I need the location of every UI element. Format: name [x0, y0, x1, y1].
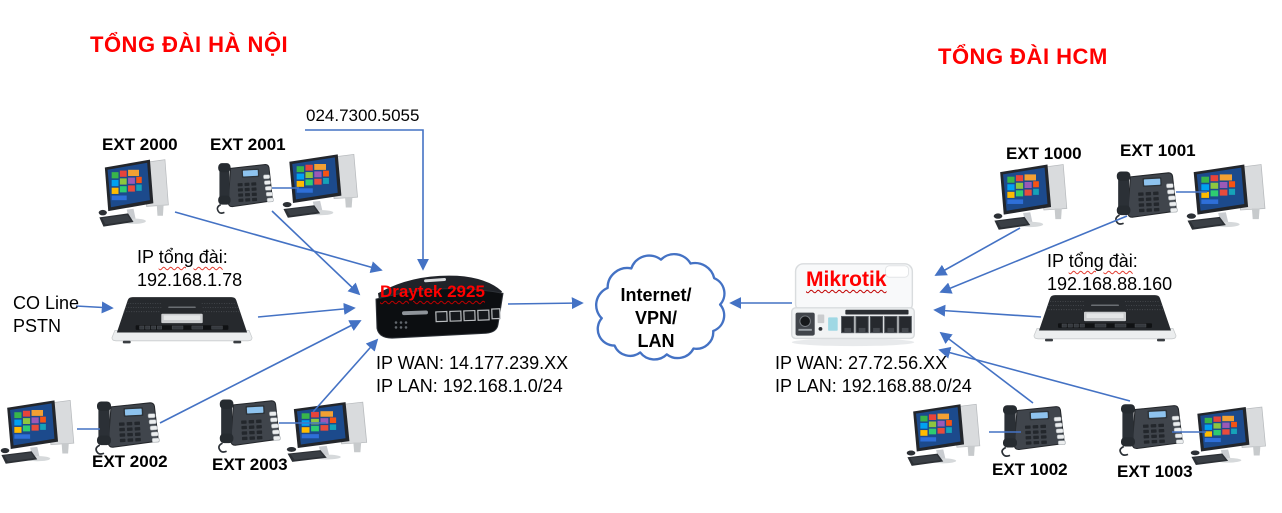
cloud-line3: LAN: [637, 331, 675, 351]
arrow-ext1000-to-mikrotik: [934, 227, 1021, 276]
pstn-text: PSTN: [13, 316, 62, 336]
arrow-ext2001-to-draytek: [271, 210, 361, 296]
ext1003-label: EXT 1003: [1117, 462, 1193, 481]
hanoi-pbx-ip-caption: IP tổng đài:: [137, 247, 228, 267]
ext2000-label: EXT 2000: [102, 135, 178, 154]
mikrotik-router-label: Mikrotik: [806, 268, 887, 291]
hcm-section-title: TỔNG ĐÀI HCM: [938, 44, 1108, 69]
hanoi-pbx-ip: IP tổng đài: 192.168.1.78: [137, 246, 242, 292]
arrow-hanoi-pbx-to-draytek: [257, 302, 356, 318]
co-line-text: CO Line: [13, 293, 80, 313]
ext2001-label: EXT 2001: [210, 135, 286, 154]
hanoi-phone-number: 024.7300.5055: [306, 106, 420, 125]
hanoi-section-title: TỔNG ĐÀI HÀ NỘI: [90, 32, 289, 57]
ext1001-label: EXT 1001: [1120, 141, 1196, 160]
hcm-pbx-ip-value: 192.168.88.160: [1047, 274, 1173, 294]
hcm-ip-lan: IP LAN: 192.168.88.0/24: [775, 376, 972, 396]
arrow-coline-to-pbx: [75, 301, 114, 314]
hcm-pbx-ip-caption: IP tổng đài:: [1047, 251, 1138, 271]
connection-arrows: [75, 129, 1207, 433]
arrow-hcm-pbx-to-mikrotik: [933, 304, 1042, 318]
hcm-pbx-ip: IP tổng đài: 192.168.88.160: [1047, 250, 1172, 296]
arrow-ext2002-to-draytek: [159, 320, 362, 424]
arrow-draytek-to-cloud: [507, 297, 584, 310]
ext1000-label: EXT 1000: [1006, 144, 1082, 163]
co-line-pstn-label: CO Line PSTN: [13, 292, 79, 338]
draytek-router-label: Draytek 2925: [380, 282, 485, 301]
ext2003-label: EXT 2003: [212, 455, 288, 474]
hanoi-ip-lan: IP LAN: 192.168.1.0/24: [376, 376, 563, 396]
arrow-ext1002-to-mikrotik: [939, 331, 1034, 404]
hanoi-router-ips: IP WAN: 14.177.239.XX IP LAN: 192.168.1.…: [376, 352, 568, 398]
arrow-phone-number-callout: [305, 129, 429, 271]
arrow-ext2000-to-draytek: [174, 211, 383, 274]
hcm-ip-wan: IP WAN: 27.72.56.XX: [775, 353, 948, 373]
cloud-line1: Internet/: [620, 285, 692, 305]
arrow-ext2003-to-draytek: [312, 338, 379, 413]
hanoi-pbx-ip-value: 192.168.1.78: [137, 270, 243, 290]
arrow-ext1001-to-mikrotik: [939, 215, 1128, 294]
cloud-label: Internet/ VPN/ LAN: [585, 284, 727, 353]
ext1002-label: EXT 1002: [992, 460, 1068, 479]
hcm-router-ips: IP WAN: 27.72.56.XX IP LAN: 192.168.88.0…: [775, 352, 972, 398]
ext2002-label: EXT 2002: [92, 452, 168, 471]
hanoi-ip-wan: IP WAN: 14.177.239.XX: [376, 353, 569, 373]
cloud-line2: VPN/: [634, 308, 677, 328]
arrow-ext1003-to-mikrotik: [938, 346, 1131, 402]
